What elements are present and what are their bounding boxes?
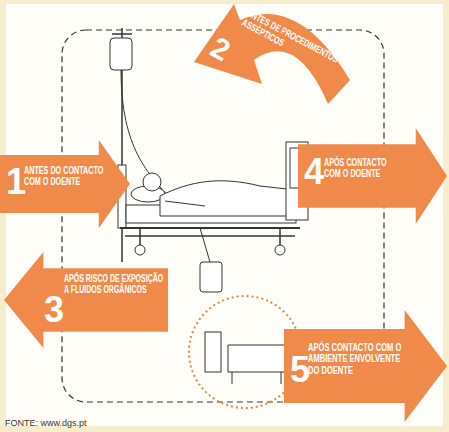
moment-label: APÓS RISCO DE EXPOSIÇÃO A FLUIDOS ORGÂNI… bbox=[64, 274, 166, 296]
arrow-shape bbox=[284, 310, 447, 422]
arrow-shape bbox=[4, 252, 168, 348]
moment-label: APÓS CONTACTO COM O AMBIENTE ENVOLVENTE … bbox=[308, 342, 402, 376]
panel bbox=[6, 4, 443, 426]
bed-leg bbox=[279, 228, 281, 246]
moment-arrow: 1ANTES DO CONTACTO COM O DOENTE bbox=[0, 140, 130, 228]
moment-number: 4 bbox=[304, 154, 324, 190]
moment-number: 5 bbox=[290, 352, 310, 388]
moment-number: 1 bbox=[6, 164, 26, 200]
source-note: FONTE: www.dgs.pt bbox=[5, 418, 87, 428]
small-bed-leg bbox=[281, 372, 282, 384]
arrow-shape bbox=[298, 128, 447, 224]
arrow-shape bbox=[0, 140, 130, 228]
arrow-outline bbox=[4, 252, 168, 348]
moment-arrow: 3APÓS RISCO DE EXPOSIÇÃO A FLUIDOS ORGÂN… bbox=[4, 252, 168, 348]
moment-arrow: 4APÓS CONTACTO COM O DOENTE bbox=[298, 128, 447, 224]
patient-head bbox=[143, 173, 161, 191]
drain-tube bbox=[200, 228, 210, 262]
iv-bag bbox=[110, 38, 132, 70]
small-bed bbox=[228, 345, 285, 372]
bed-leg bbox=[139, 228, 141, 246]
patient-arm bbox=[165, 201, 205, 206]
bed-wheel bbox=[275, 245, 285, 255]
arrow-shape bbox=[194, 4, 350, 104]
bed-wheel bbox=[135, 245, 145, 255]
bed-frame bbox=[120, 227, 300, 229]
moment-label: ANTES DO CONTACTO COM O DOENTE bbox=[24, 166, 107, 188]
moment-arrow: 5APÓS CONTACTO COM O AMBIENTE ENVOLVENTE… bbox=[284, 310, 447, 422]
bed-frame bbox=[125, 235, 295, 237]
iv-tube bbox=[121, 70, 170, 198]
iv-hook bbox=[112, 33, 132, 35]
bedside-cabinet bbox=[205, 332, 221, 372]
moment-label: APÓS CONTACTO COM O DOENTE bbox=[324, 158, 403, 180]
small-bed-leg bbox=[232, 372, 233, 384]
moment-number: 3 bbox=[44, 292, 64, 328]
urine-bag bbox=[200, 262, 222, 292]
moment-arrow: 2ANTES DE PROCEDIMENTOS ASSÉPTICOS bbox=[178, 0, 358, 112]
blanket bbox=[160, 181, 296, 216]
